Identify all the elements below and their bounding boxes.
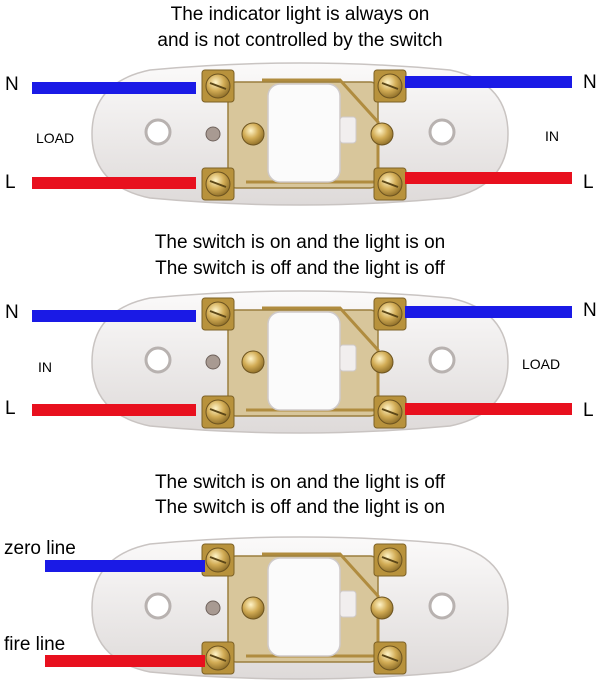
- diagram-3-caption-line-2: The switch is off and the light is on: [154, 497, 446, 518]
- rocker-button: [267, 83, 341, 183]
- left-live-wire: [45, 655, 205, 667]
- diagram-2-caption-line-1: The switch is on and the light is on: [154, 232, 446, 253]
- rocker-button: [267, 557, 341, 657]
- switch-unit-2: [32, 290, 572, 434]
- left-mount-hole: [144, 592, 172, 620]
- left-neutral-wire: [32, 82, 196, 94]
- inner-left-screw-icon: [241, 596, 265, 620]
- switch-unit-3: [45, 536, 509, 680]
- bottom-right-screw-icon-slot: [381, 654, 399, 662]
- diagram-1-right-top-label: N: [583, 72, 597, 93]
- diagram-1-right-side-text: IN: [545, 128, 559, 144]
- indicator-light: [205, 126, 221, 142]
- bottom-left-screw-icon-slot: [209, 180, 227, 188]
- diagram-1-left-top-label: N: [5, 74, 19, 95]
- brass-contact: [246, 78, 380, 184]
- diagram-1-left-bottom-label: L: [5, 172, 16, 193]
- top-left-screw-icon-slot: [209, 82, 227, 90]
- right-live-wire: [405, 172, 572, 184]
- right-live-wire: [405, 403, 572, 415]
- left-neutral-wire: [32, 310, 196, 322]
- top-right-screw-icon-slot: [381, 310, 399, 318]
- brass-contact: [246, 552, 380, 658]
- inner-right-screw-icon: [370, 596, 394, 620]
- inner-right-screw-icon: [370, 350, 394, 374]
- diagram-2-right-top-label: N: [583, 300, 597, 321]
- diagram-2-left-side-text: IN: [38, 359, 52, 375]
- diagram-1-left-side-text: LOAD: [36, 130, 75, 146]
- left-neutral-wire: [45, 560, 205, 572]
- right-neutral-wire: [405, 306, 572, 318]
- diagram-3-caption-line-1: The switch is on and the light is off: [154, 472, 446, 493]
- right-mount-hole: [428, 118, 456, 146]
- rocker-button: [267, 311, 341, 411]
- left-live-wire: [32, 177, 196, 189]
- diagram-1-caption-line-2: and is not controlled by the switch: [157, 30, 443, 51]
- bottom-right-screw-icon-slot: [381, 180, 399, 188]
- brass-contact: [246, 306, 380, 412]
- bottom-left-screw-icon-slot: [209, 654, 227, 662]
- top-left-screw-icon-slot: [209, 310, 227, 318]
- switch-unit-1: [32, 62, 572, 206]
- right-mount-hole: [428, 346, 456, 374]
- indicator-light: [205, 354, 221, 370]
- left-mount-hole: [144, 346, 172, 374]
- rocker-tab: [339, 590, 357, 618]
- diagram-2-left-bottom-label: L: [5, 398, 16, 419]
- rocker-tab: [339, 116, 357, 144]
- diagram-2-right-side-text: LOAD: [522, 356, 561, 372]
- inner-left-screw-icon: [241, 350, 265, 374]
- diagram-2-caption-line-2: The switch is off and the light is off: [155, 258, 445, 279]
- indicator-light: [205, 600, 221, 616]
- bottom-left-screw-icon-slot: [209, 408, 227, 416]
- top-right-screw-icon-slot: [381, 82, 399, 90]
- diagram-1-caption-line-1: The indicator light is always on: [170, 4, 430, 25]
- diagram-1-right-bottom-label: L: [583, 172, 594, 193]
- diagram-2-left-top-label: N: [5, 302, 19, 323]
- top-right-screw-icon-slot: [381, 556, 399, 564]
- inner-left-screw-icon: [241, 122, 265, 146]
- right-mount-hole: [428, 592, 456, 620]
- top-left-screw-icon-slot: [209, 556, 227, 564]
- rocker-tab: [339, 344, 357, 372]
- diagram-3-zero-line-label: zero line: [4, 538, 76, 559]
- inner-right-screw-icon: [370, 122, 394, 146]
- right-neutral-wire: [405, 76, 572, 88]
- diagram-2-right-bottom-label: L: [583, 400, 594, 421]
- left-live-wire: [32, 404, 196, 416]
- left-mount-hole: [144, 118, 172, 146]
- bottom-right-screw-icon-slot: [381, 408, 399, 416]
- diagram-3-fire-line-label: fire line: [4, 634, 66, 655]
